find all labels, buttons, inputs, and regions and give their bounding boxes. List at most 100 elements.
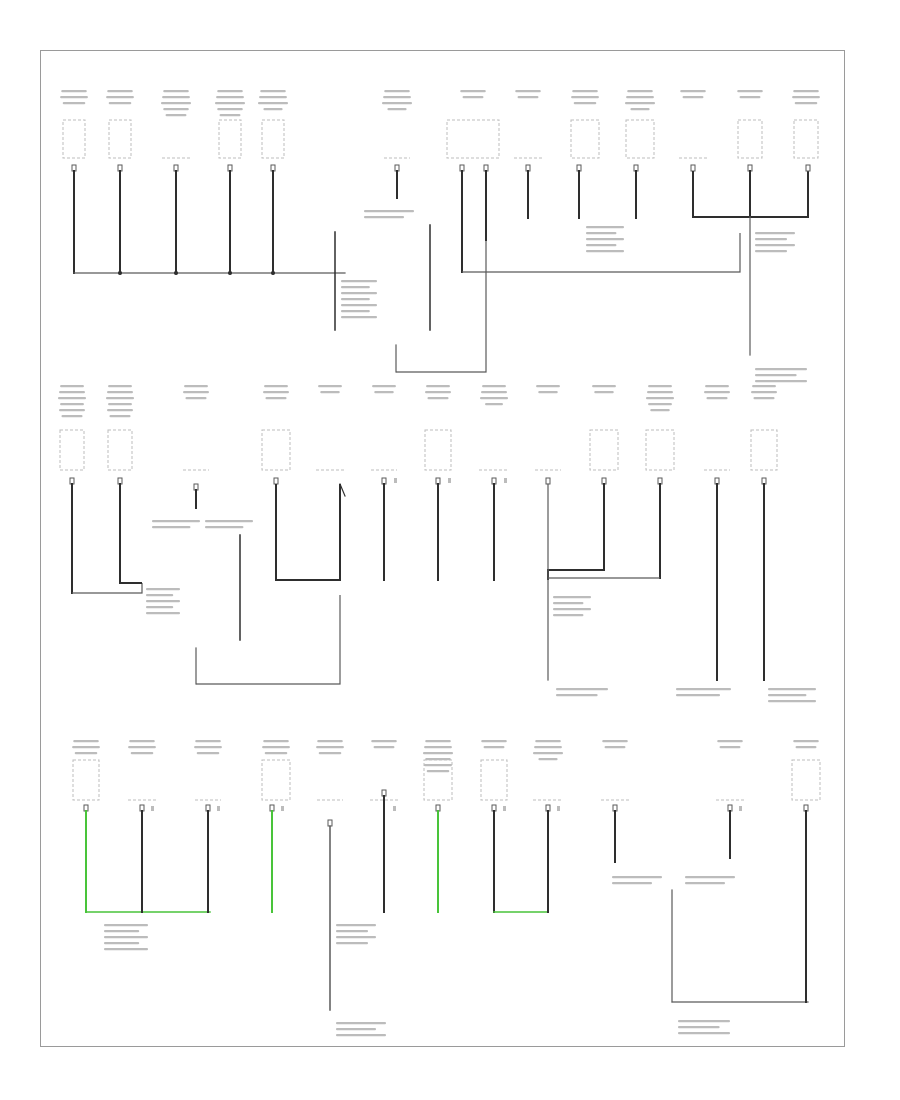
component-label — [424, 764, 452, 767]
component-label — [425, 740, 451, 743]
component-label — [752, 385, 776, 388]
component-label — [427, 397, 449, 400]
component-label — [59, 391, 85, 394]
ground-label — [676, 694, 720, 697]
component-label — [196, 752, 220, 755]
component-box — [424, 429, 452, 471]
component-label — [571, 96, 599, 99]
component-box — [261, 429, 291, 471]
component-label — [538, 391, 558, 394]
component-label — [646, 397, 674, 400]
ground-label — [586, 226, 624, 229]
component-box — [645, 429, 675, 471]
component-box — [625, 119, 655, 159]
ground-label — [104, 942, 140, 945]
component-label — [316, 746, 344, 749]
component-label — [592, 385, 616, 388]
diagram-frame — [40, 50, 845, 1047]
component-label — [753, 397, 775, 400]
wire-label — [685, 876, 735, 879]
component-label — [130, 752, 154, 755]
ground-label — [768, 694, 807, 697]
component-label — [106, 397, 134, 400]
component-label — [482, 385, 506, 388]
ground-label — [755, 238, 787, 241]
ground-label — [104, 930, 140, 933]
ground-label — [341, 292, 377, 295]
component-label — [680, 90, 706, 93]
ground-wire — [72, 583, 143, 594]
component-label — [462, 96, 484, 99]
ground-wire — [196, 595, 341, 685]
ground-label — [336, 1022, 386, 1025]
ground-label — [556, 694, 598, 697]
wire-label — [152, 520, 200, 523]
component-label — [705, 385, 729, 388]
component-label — [647, 391, 673, 394]
pin-number — [503, 806, 506, 811]
ground-label — [341, 280, 377, 283]
component-label — [425, 391, 451, 394]
component-label — [184, 385, 208, 388]
component-label — [109, 415, 131, 418]
component-label — [373, 746, 395, 749]
component-label — [536, 385, 560, 388]
component-box — [423, 759, 453, 801]
ground-label — [586, 232, 617, 235]
component-label — [318, 752, 342, 755]
ground-label — [146, 588, 180, 591]
component-label — [483, 746, 505, 749]
component-label — [318, 385, 342, 388]
ground-wire — [462, 233, 741, 273]
component-label — [183, 391, 209, 394]
component-label — [602, 740, 628, 743]
component-label — [426, 385, 450, 388]
component-label — [194, 746, 222, 749]
component-label — [107, 90, 133, 93]
ground-label — [586, 238, 624, 241]
wire-label — [612, 876, 662, 879]
ground-wire — [275, 484, 341, 581]
ground-label — [553, 614, 584, 617]
component-label — [374, 391, 394, 394]
ground-label — [556, 688, 608, 691]
ground-label — [755, 232, 795, 235]
component-label — [219, 114, 241, 117]
component-label — [163, 108, 189, 111]
component-label — [650, 409, 670, 412]
component-box — [59, 429, 85, 471]
component-label — [481, 740, 507, 743]
component-box — [480, 759, 508, 801]
component-label — [108, 385, 132, 388]
ground-label — [336, 936, 376, 939]
component-label — [258, 102, 288, 105]
component-box — [72, 759, 100, 801]
component-box — [793, 119, 819, 159]
component-label — [626, 96, 654, 99]
component-label — [264, 752, 288, 755]
pin-number — [151, 806, 154, 811]
wire-label — [364, 210, 414, 213]
component-label — [682, 96, 704, 99]
component-label — [195, 740, 221, 743]
ground-wire — [339, 483, 346, 497]
component-label — [217, 108, 243, 111]
ground-label — [755, 244, 795, 247]
pin-number — [217, 806, 220, 811]
component-label — [794, 102, 818, 105]
connector-pin-icon — [327, 819, 333, 827]
component-label — [165, 114, 187, 117]
component-label — [72, 746, 100, 749]
ground-label — [755, 374, 797, 377]
component-label — [129, 740, 155, 743]
component-label — [61, 90, 87, 93]
pin-number — [281, 806, 284, 811]
component-label — [265, 397, 287, 400]
ground-label — [341, 298, 370, 301]
ground-label — [678, 1032, 730, 1035]
component-label — [263, 108, 283, 111]
component-label — [263, 740, 289, 743]
ground-label — [768, 700, 816, 703]
component-label — [793, 90, 819, 93]
component-label — [263, 391, 289, 394]
